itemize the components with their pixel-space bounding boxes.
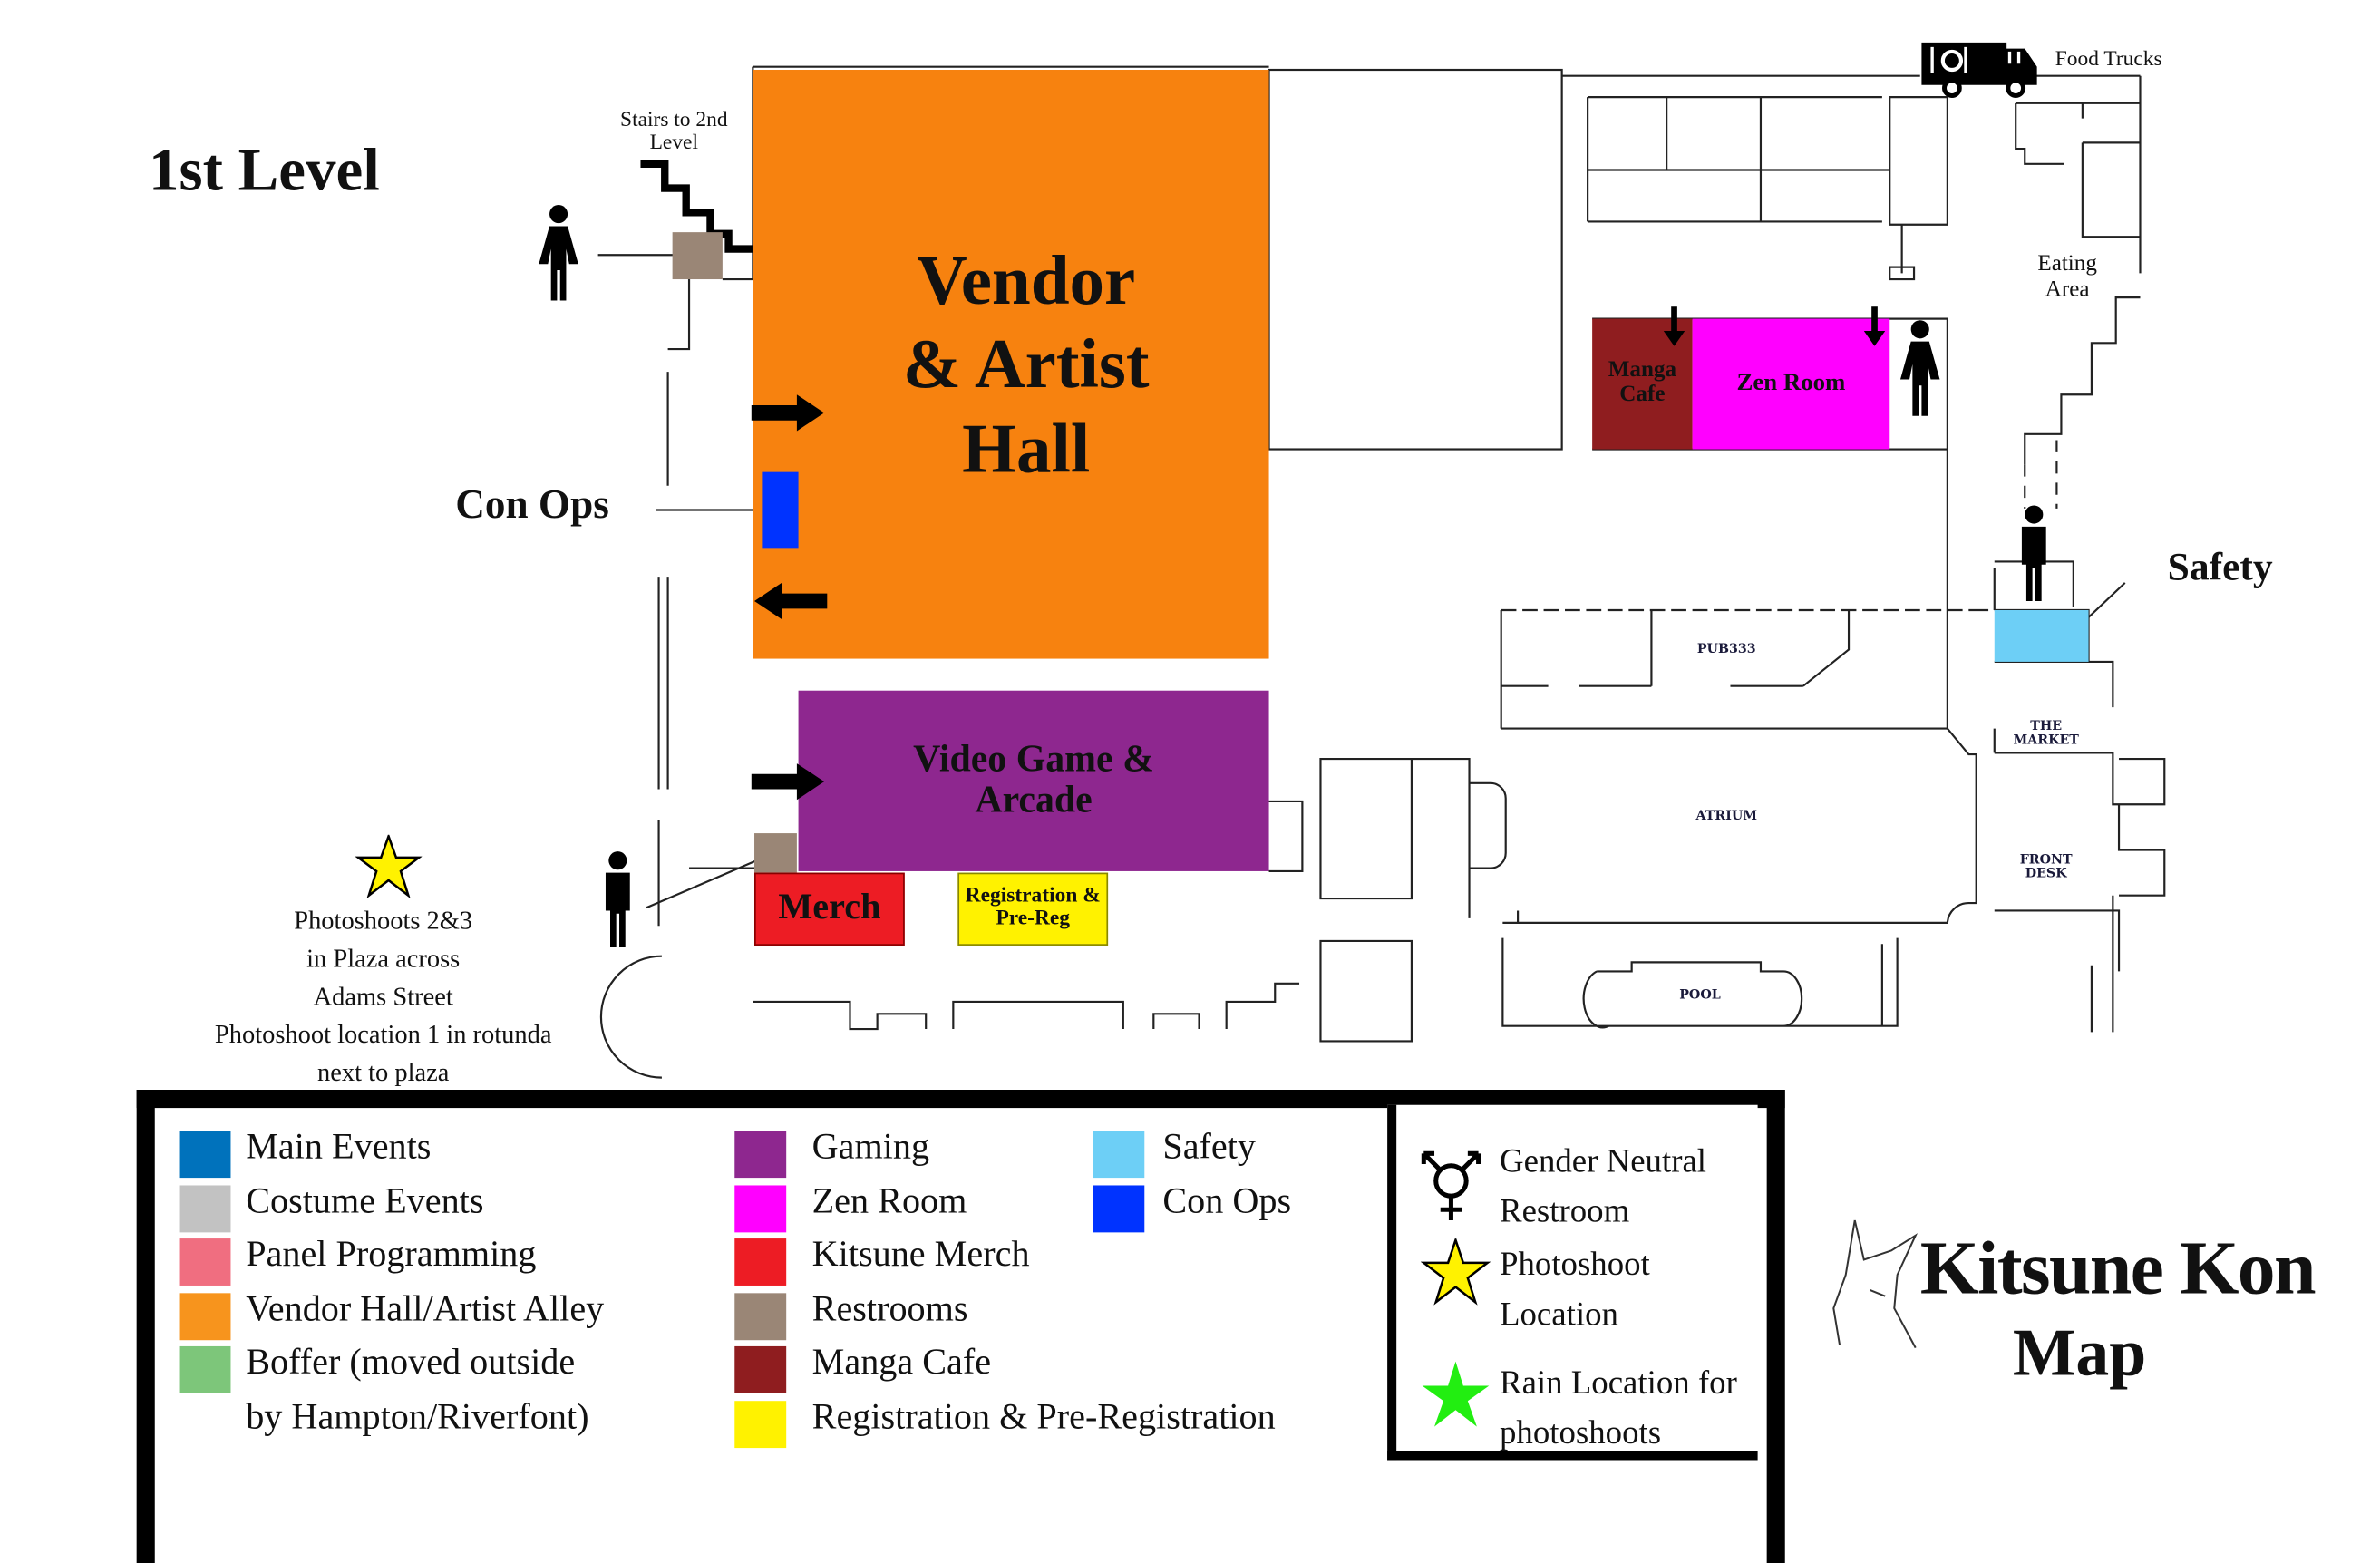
legend-label: Safety bbox=[1162, 1127, 1257, 1168]
legend-label: Panel Programming bbox=[246, 1235, 537, 1276]
safety-room[interactable] bbox=[1994, 609, 2089, 662]
legend-label: Restrooms bbox=[811, 1289, 968, 1329]
registration-label: Registration & Pre-Reg bbox=[965, 885, 1101, 931]
legend-swatch bbox=[734, 1345, 787, 1393]
legend-label: Main Events bbox=[246, 1127, 432, 1168]
rain-location-label: Rain Location for photoshoots bbox=[1500, 1363, 1737, 1451]
pool-label: POOL bbox=[1679, 987, 1721, 1004]
photoshoot-location-label: Photoshoot Location bbox=[1500, 1244, 1650, 1333]
legend-label: Vendor Hall/Artist Alley bbox=[246, 1289, 605, 1329]
legend-swatch bbox=[1093, 1131, 1145, 1179]
legend-swatch bbox=[179, 1345, 231, 1393]
legend-swatch bbox=[734, 1238, 787, 1286]
video-game-label: Video Game & Arcade bbox=[913, 739, 1154, 820]
legend-swatch bbox=[179, 1184, 231, 1232]
mens-restroom-icon bbox=[2021, 505, 2046, 601]
photoshoot-star-icon bbox=[355, 834, 423, 899]
registration-room[interactable]: Registration & Pre-Reg bbox=[957, 872, 1109, 946]
fox-logo-icon bbox=[1832, 1219, 1919, 1349]
legend-swatch bbox=[734, 1184, 787, 1232]
photoshoot-note-line: Adams Street bbox=[313, 982, 453, 1011]
legend-swatch bbox=[734, 1292, 787, 1340]
legend-swatch bbox=[1093, 1184, 1145, 1232]
photoshoot-note-line: in Plaza across bbox=[306, 944, 461, 974]
manga-cafe-label: Manga Cafe bbox=[1608, 358, 1677, 407]
gender-neutral-icon bbox=[1421, 1150, 1481, 1220]
merch-room[interactable]: Merch bbox=[754, 872, 905, 946]
legend-label: Gaming bbox=[811, 1127, 930, 1168]
photoshoot-note-line: next to plaza bbox=[316, 1057, 450, 1087]
logo-title: Kitsune Kon bbox=[1919, 1224, 2317, 1310]
stairs-label: Stairs to 2nd Level bbox=[620, 109, 728, 156]
legend-label: Manga Cafe bbox=[811, 1343, 992, 1383]
vendor-artist-hall[interactable]: Vendor & Artist Hall bbox=[753, 70, 1269, 659]
video-game-arcade[interactable]: Video Game & Arcade bbox=[798, 690, 1269, 871]
legend-label: by Hampton/Riverfont) bbox=[246, 1397, 589, 1437]
food-trucks-label: Food Trucks bbox=[2055, 48, 2162, 72]
womens-restroom-icon bbox=[539, 205, 578, 301]
legend-swatch bbox=[734, 1131, 787, 1179]
legend-swatch bbox=[179, 1238, 231, 1286]
page-title: 1st Level bbox=[149, 134, 380, 204]
rain-location-star-icon bbox=[1422, 1361, 1490, 1427]
eating-area-label: Eating Area bbox=[2037, 251, 2097, 302]
pub-label: PUB333 bbox=[1696, 642, 1756, 657]
atrium-label: ATRIUM bbox=[1695, 809, 1758, 825]
legend-swatch bbox=[734, 1400, 787, 1448]
con-ops-label: Con Ops bbox=[455, 481, 609, 527]
food-truck-icon bbox=[1921, 42, 2037, 98]
restroom-stairs bbox=[672, 232, 723, 280]
entrance-arrow-icon bbox=[751, 394, 825, 432]
exit-arrow-icon bbox=[754, 582, 828, 620]
womens-restroom-icon bbox=[1899, 320, 1940, 416]
safety-label: Safety bbox=[2167, 545, 2273, 589]
photoshoot-star-icon bbox=[1420, 1238, 1491, 1306]
down-arrow-icon bbox=[1663, 306, 1685, 346]
legend-swatch bbox=[179, 1131, 231, 1179]
legend-label: Boffer (moved outside bbox=[246, 1343, 576, 1383]
zen-room-label: Zen Room bbox=[1736, 369, 1846, 396]
legend-label: Registration & Pre-Registration bbox=[811, 1397, 1276, 1437]
zen-room[interactable]: Zen Room bbox=[1692, 318, 1890, 450]
front-desk-label: FRONT DESK bbox=[2019, 852, 2073, 883]
legend-swatch bbox=[179, 1292, 231, 1340]
legend-label: Con Ops bbox=[1162, 1181, 1292, 1221]
logo-subtitle: Map bbox=[2012, 1315, 2147, 1391]
merch-label: Merch bbox=[778, 888, 881, 928]
legend-label: Costume Events bbox=[246, 1181, 484, 1221]
market-label: THE MARKET bbox=[2013, 719, 2079, 749]
gender-neutral-label: Gender Neutral Restroom bbox=[1500, 1141, 1707, 1230]
legend-label: Zen Room bbox=[811, 1181, 967, 1221]
floor-map: 1st Level Stairs to 2nd Level Vendor & A… bbox=[136, 42, 2317, 1563]
photoshoot-note-line: Photoshoots 2&3 bbox=[294, 906, 473, 936]
photoshoot-note: Photoshoots 2&3 in Plaza across Adams St… bbox=[167, 901, 599, 1091]
down-arrow-icon bbox=[1863, 306, 1886, 346]
con-ops-room[interactable] bbox=[762, 471, 799, 549]
legend-label: Kitsune Merch bbox=[811, 1235, 1030, 1276]
entrance-arrow-icon bbox=[751, 763, 825, 801]
vendor-hall-label: Vendor & Artist Hall bbox=[902, 241, 1150, 487]
mens-restroom-icon bbox=[605, 851, 630, 947]
photoshoot-note-line: Photoshoot location 1 in rotunda bbox=[214, 1019, 552, 1049]
restroom-merch bbox=[754, 833, 797, 875]
